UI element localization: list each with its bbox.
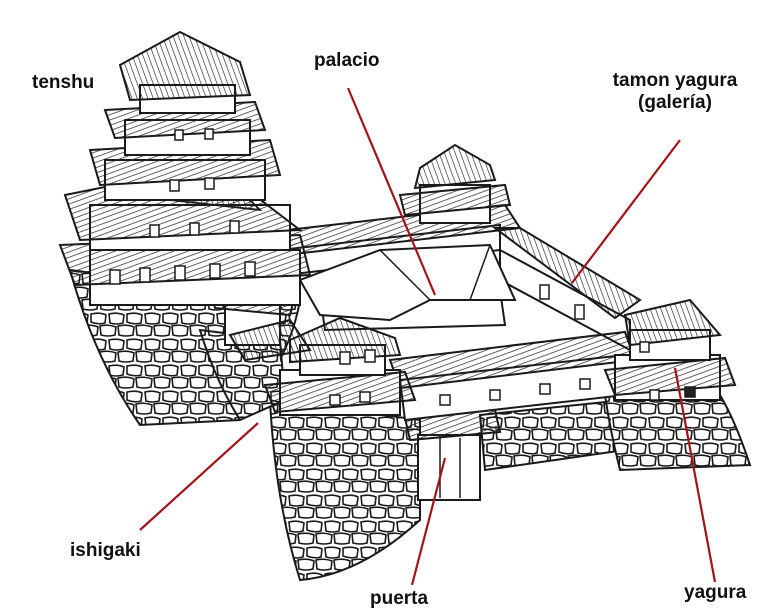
leader-line-yagura <box>673 367 717 583</box>
front-turret <box>263 316 417 416</box>
gate <box>403 408 502 501</box>
yagura-stone-base <box>603 394 752 472</box>
gate-opening <box>417 434 481 501</box>
label-ishigaki: ishigaki <box>70 540 141 561</box>
label-yagura: yagura <box>684 582 747 603</box>
label-tamon-line2: (galería) <box>638 92 712 113</box>
back-turret <box>398 143 512 224</box>
label-tamon-line1: tamon yagura <box>612 70 738 91</box>
leader-line-puerta <box>410 457 447 586</box>
leader-line-ishigaki <box>139 422 259 531</box>
palace-roof <box>298 243 517 322</box>
label-palacio: palacio <box>314 50 380 71</box>
leader-lines <box>139 87 717 586</box>
tenshu-keep <box>58 30 312 306</box>
leader-line-palacio <box>346 87 437 296</box>
label-tamon-yagura: tamon yagura (galería) <box>600 70 750 114</box>
front-stone-base <box>268 398 421 582</box>
gate-right-stone-wall <box>478 398 626 472</box>
leader-line-tamon <box>571 139 681 284</box>
label-tenshu: tenshu <box>32 72 95 93</box>
corner-yagura <box>603 298 737 401</box>
label-puerta: puerta <box>370 588 429 609</box>
right-gallery-roof <box>492 227 642 320</box>
palace <box>298 243 517 332</box>
